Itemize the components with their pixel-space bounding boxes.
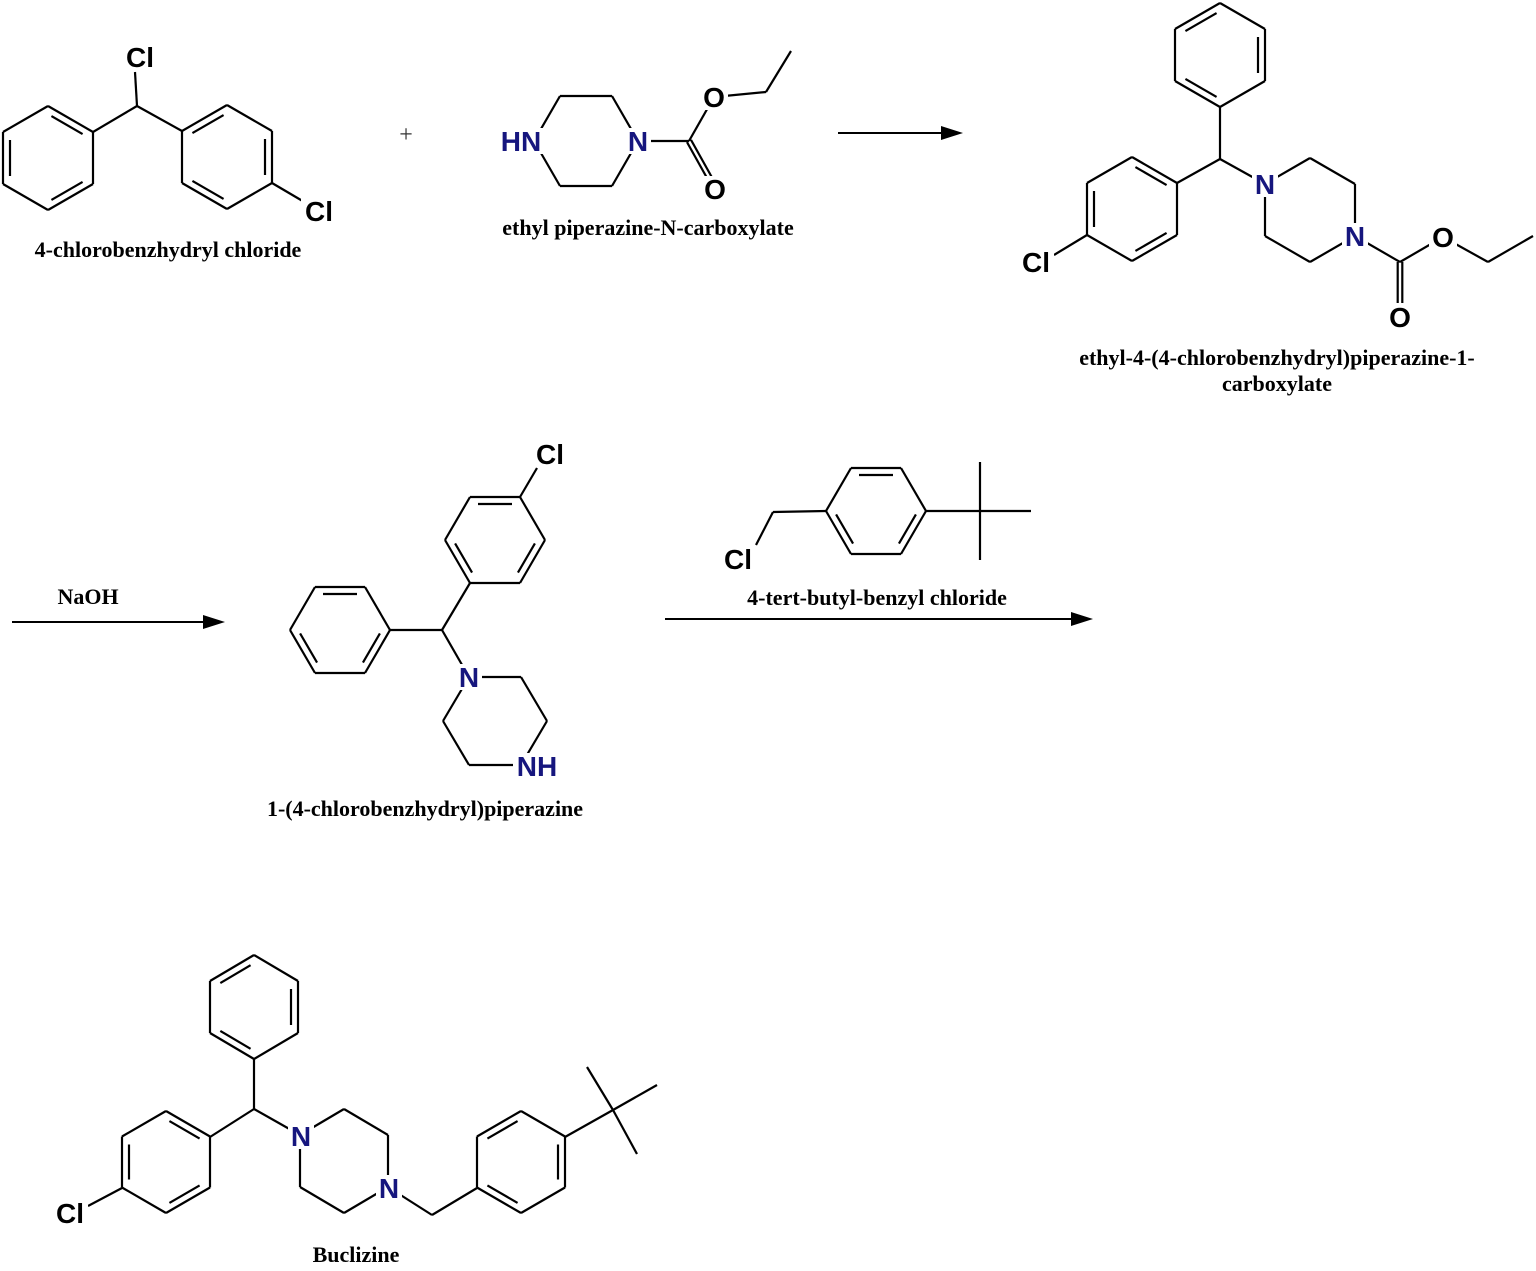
atom-group-m3-o-carbonyl: O (1386, 302, 1414, 333)
cl-atom-label: Cl (536, 439, 564, 470)
n-atom-label: N (1345, 221, 1365, 252)
molecule-name-chlorobenzhydryl-piperazine: 1-(4-chlorobenzhydryl)piperazine (267, 796, 583, 821)
atom-group-m3-o-ester: O (1429, 222, 1457, 253)
atom-group-m4-nh: NH (513, 751, 561, 782)
cl-atom-label: Cl (1022, 247, 1050, 278)
atom-group-m2-n: N (625, 126, 651, 157)
atom-group-m2-o-ester: O (700, 82, 728, 113)
atom-group-m4-n1: N (456, 662, 482, 693)
reagent-naoh: NaOH (57, 584, 118, 609)
n-atom-label: N (291, 1121, 311, 1152)
molecule-name-buclizine: Buclizine (313, 1242, 400, 1267)
atom-group-m1-cl-benzylic: Cl (122, 42, 158, 73)
reaction-arrow-head (203, 615, 225, 629)
atom-group-m1-cl-para: Cl (301, 196, 337, 227)
molecule-name-ethyl-piperazine-carboxylate: ethyl piperazine-N-carboxylate (502, 215, 794, 240)
atom-group-m4-cl: Cl (532, 439, 568, 470)
atom-group-m6-n1: N (288, 1121, 314, 1152)
reaction-arrow-head (1071, 612, 1093, 626)
o-atom-label: O (1432, 222, 1454, 253)
cl-atom-label: Cl (56, 1198, 84, 1229)
o-atom-label: O (704, 174, 726, 205)
atom-group-m6-n2: N (376, 1173, 402, 1204)
n-atom-label: N (379, 1173, 399, 1204)
nh-atom-label: NH (517, 751, 557, 782)
plus-operator: + (399, 122, 413, 148)
reaction-arrow-head (941, 126, 963, 140)
cl-atom-label: Cl (126, 42, 154, 73)
molecule-name-intermediate-line2: carboxylate (1222, 371, 1332, 396)
atom-group-m3-n2: N (1342, 221, 1368, 252)
molecule-name-tert-butyl-benzyl-chloride: 4-tert-butyl-benzyl chloride (747, 585, 1007, 610)
n-atom-label: N (459, 662, 479, 693)
atom-group-m2-hn: HN (497, 126, 545, 157)
atom-group-m5-cl: Cl (720, 544, 756, 575)
n-atom-label: N (628, 126, 648, 157)
n-atom-label: N (1255, 169, 1275, 200)
cl-atom-label: Cl (305, 196, 333, 227)
atom-group-m3-n1: N (1252, 169, 1278, 200)
molecule-name-chlorobenzhydryl-chloride: 4-chlorobenzhydryl chloride (35, 237, 302, 262)
cl-atom-label: Cl (724, 544, 752, 575)
molecule-name-intermediate-line1: ethyl-4-(4-chlorobenzhydryl)piperazine-1… (1079, 345, 1475, 370)
o-atom-label: O (703, 82, 725, 113)
atom-group-m6-cl: Cl (52, 1198, 88, 1229)
atom-group-m3-cl: Cl (1018, 247, 1054, 278)
o-atom-label: O (1389, 302, 1411, 333)
atom-group-m2-o-carbonyl: O (701, 174, 729, 205)
hn-atom-label: HN (501, 126, 541, 157)
